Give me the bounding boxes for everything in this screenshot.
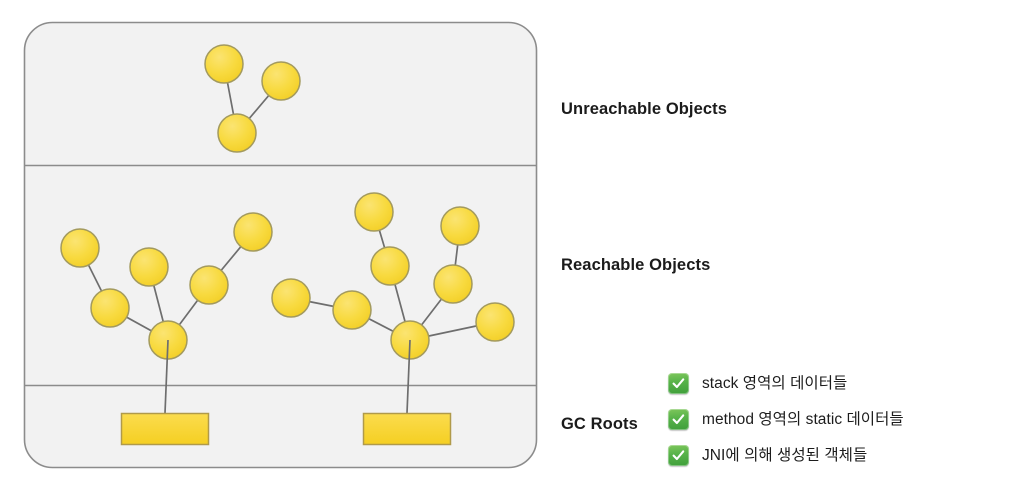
root-stem xyxy=(164,339,169,414)
gc-root-stems xyxy=(164,339,411,414)
checklist-item-label: method 영역의 static 데이터들 xyxy=(702,410,904,428)
object-node xyxy=(433,264,473,304)
checklist-item-label: JNI에 의해 생성된 객체들 xyxy=(702,446,868,464)
reachable-graph xyxy=(60,192,515,360)
object-node xyxy=(90,288,130,328)
object-node xyxy=(354,192,394,232)
object-node xyxy=(233,212,273,252)
object-node xyxy=(261,61,301,101)
object-node xyxy=(129,247,169,287)
object-node xyxy=(217,113,257,153)
check-icon xyxy=(668,409,689,430)
check-icon xyxy=(668,445,689,466)
reachable-nodes xyxy=(60,192,515,360)
check-icon xyxy=(668,373,689,394)
object-node xyxy=(440,206,480,246)
object-node xyxy=(60,228,100,268)
object-node xyxy=(332,290,372,330)
gc-roots-graph xyxy=(120,339,452,446)
section-label-reachable-objects: Reachable Objects xyxy=(561,256,711,274)
object-node xyxy=(189,265,229,305)
gc-root-block xyxy=(120,412,210,446)
checklist-item-label: stack 영역의 데이터들 xyxy=(702,374,848,392)
object-node xyxy=(204,44,244,84)
checklist-item: JNI에 의해 생성된 객체들 xyxy=(668,444,904,467)
unreachable-nodes xyxy=(204,44,301,153)
checklist-item: method 영역의 static 데이터들 xyxy=(668,408,904,431)
section-label-unreachable-objects: Unreachable Objects xyxy=(561,100,728,118)
object-node xyxy=(370,246,410,286)
gc-root-block xyxy=(362,412,452,446)
object-node xyxy=(271,278,311,318)
root-stem xyxy=(406,339,411,414)
checklist-item: stack 영역의 데이터들 xyxy=(668,372,904,395)
gc-roots-checklist: stack 영역의 데이터들 method 영역의 static 데이터들 JN… xyxy=(668,372,904,467)
object-node xyxy=(475,302,515,342)
section-label-gc-roots: GC Roots xyxy=(561,415,638,433)
unreachable-graph xyxy=(204,44,301,153)
